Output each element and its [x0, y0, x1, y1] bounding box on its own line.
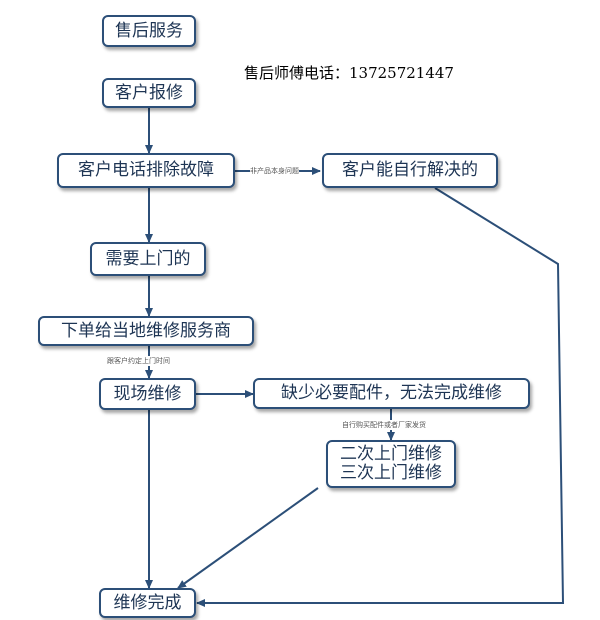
node-order-local-provider: 下单给当地维修服务商: [38, 316, 254, 346]
node-second-third-visit: 二次上门维修 三次上门维修: [326, 440, 456, 488]
node-missing-parts: 缺少必要配件，无法完成维修: [253, 378, 530, 409]
label-non-product-issue: 非产品本身问题: [250, 166, 299, 176]
node-customer-self-solve: 客户能自行解决的: [322, 153, 498, 188]
node-customer-report: 客户报修: [102, 78, 196, 108]
node-third-visit-text: 三次上门维修: [340, 463, 442, 483]
node-onsite-repair: 现场维修: [99, 378, 196, 410]
node-second-visit-text: 二次上门维修: [340, 444, 442, 465]
edge-selfsolve-to-complete: [196, 187, 565, 607]
node-repair-complete: 维修完成: [99, 588, 196, 618]
after-sales-phone: 售后师傅电话：13725721447: [244, 64, 454, 82]
label-self-buy-parts: 自行购买配件或者厂家发货: [342, 420, 426, 430]
edge-second-to-complete: [177, 487, 319, 589]
node-after-sales-service: 售后服务: [102, 15, 196, 47]
node-phone-troubleshoot: 客户电话排除故障: [57, 153, 235, 188]
label-schedule-with-customer: 跟客户约定上门时间: [107, 356, 170, 366]
node-needs-onsite: 需要上门的: [90, 242, 206, 276]
